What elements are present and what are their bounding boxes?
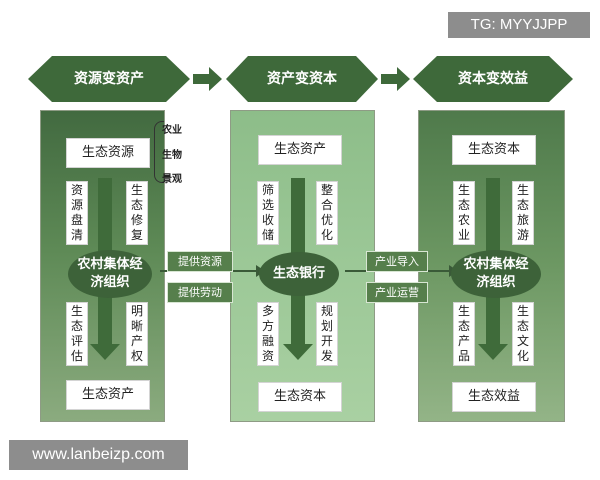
col1-bottom-box: 生态资产 [66, 380, 150, 410]
header-arrow-icon-1 [193, 66, 223, 96]
col1-right-upper-box: 生态修复 [126, 181, 148, 245]
col2-bottom-box: 生态资本 [258, 382, 342, 412]
side-label-biology: 生物 [162, 150, 182, 161]
col2-left-upper-box: 筛选收储 [257, 181, 279, 245]
header-arrow-icon-2 [381, 66, 411, 96]
col3-top-box: 生态资本 [452, 135, 536, 165]
link-label-industry-operation: 产业运营 [367, 283, 427, 302]
col3-right-lower-box: 生态文化 [512, 302, 534, 366]
col3-left-upper-box: 生态农业 [453, 181, 475, 245]
header-stage-3-label: 资本变效益 [458, 71, 528, 87]
col3-bottom-box: 生态效益 [452, 382, 536, 412]
watermark-tg: TG: MYYJJPP [448, 12, 590, 38]
col2-top-box: 生态资产 [258, 135, 342, 165]
header-stage-1-label: 资源变资产 [74, 71, 144, 87]
col2-left-lower-box: 多方融资 [257, 302, 279, 366]
header-stage-1: 资源变资产 [28, 56, 190, 102]
col1-top-box: 生态资源 [66, 138, 150, 168]
side-label-landscape: 景观 [162, 174, 182, 185]
connector-line-1 [160, 270, 256, 272]
header-stage-3: 资本变效益 [413, 56, 573, 102]
col3-right-upper-box: 生态旅游 [512, 181, 534, 245]
col2-right-lower-box: 规划开发 [316, 302, 338, 366]
col1-right-lower-box: 明晰产权 [126, 302, 148, 366]
col3-left-lower-box: 生态产品 [453, 302, 475, 366]
header-stage-2-label: 资产变资本 [267, 71, 337, 87]
col1-center-ellipse: 农村集体经济组织 [68, 250, 152, 298]
col1-left-upper-box: 资源盘清 [66, 181, 88, 245]
link-label-industry-introduction: 产业导入 [367, 252, 427, 271]
header-stage-2: 资产变资本 [226, 56, 378, 102]
col1-left-lower-box: 生态评估 [66, 302, 88, 366]
link-label-provide-resources: 提供资源 [168, 252, 232, 271]
col2-center-ellipse: 生态银行 [259, 252, 339, 296]
side-label-agriculture: 农业 [162, 125, 182, 136]
side-bracket [154, 121, 164, 183]
watermark-url: www.lanbeizp.com [9, 440, 188, 470]
col3-center-ellipse: 农村集体经济组织 [451, 250, 541, 298]
connector-line-2 [345, 270, 449, 272]
link-label-provide-labor: 提供劳动 [168, 283, 232, 302]
col2-right-upper-box: 整合优化 [316, 181, 338, 245]
